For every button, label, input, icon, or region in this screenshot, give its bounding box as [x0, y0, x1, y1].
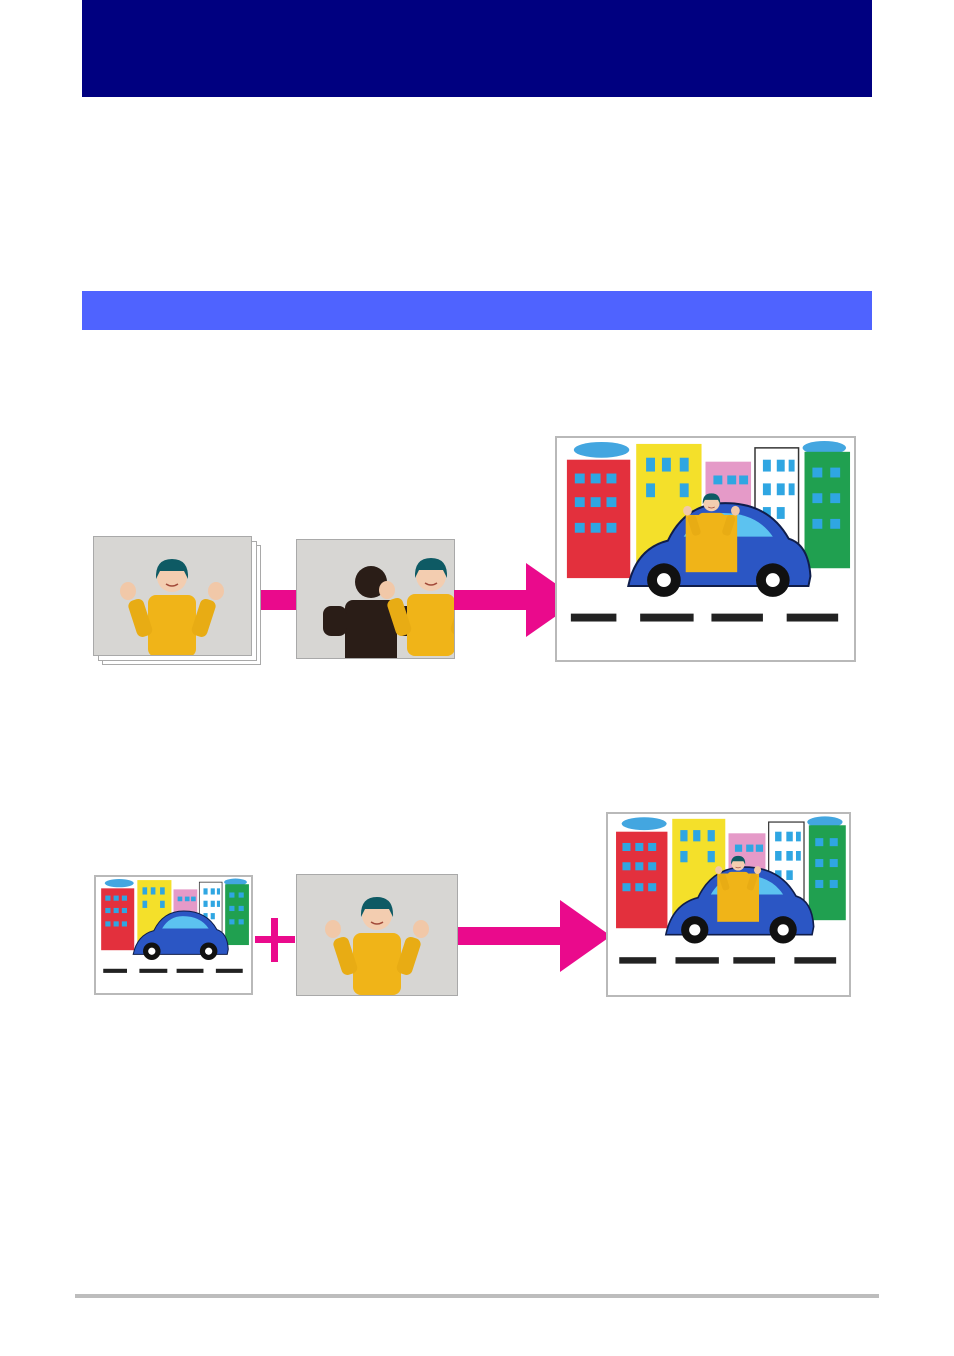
person-photo: [296, 874, 458, 996]
arrow-right: [454, 563, 579, 637]
person-figure: [119, 558, 225, 655]
composite-image: [608, 814, 849, 995]
person-photo-stack: [93, 536, 252, 656]
silhouette-photo: [296, 539, 455, 659]
composite-result: [606, 812, 851, 997]
title-band: [82, 0, 872, 97]
section-band: [82, 291, 872, 330]
figure-2: [0, 780, 954, 1020]
composite-result: [555, 436, 856, 662]
figure-1: [93, 436, 856, 665]
silhouette-figure: [323, 557, 454, 658]
city-drawing: [96, 877, 251, 993]
plus-icon: [255, 918, 295, 962]
composite-image: [557, 438, 854, 660]
background-drawing: [94, 875, 253, 995]
footer-rule: [75, 1294, 879, 1298]
person-figure: [324, 896, 430, 995]
arrow-right: [458, 900, 611, 972]
connector-bar: [261, 590, 297, 610]
